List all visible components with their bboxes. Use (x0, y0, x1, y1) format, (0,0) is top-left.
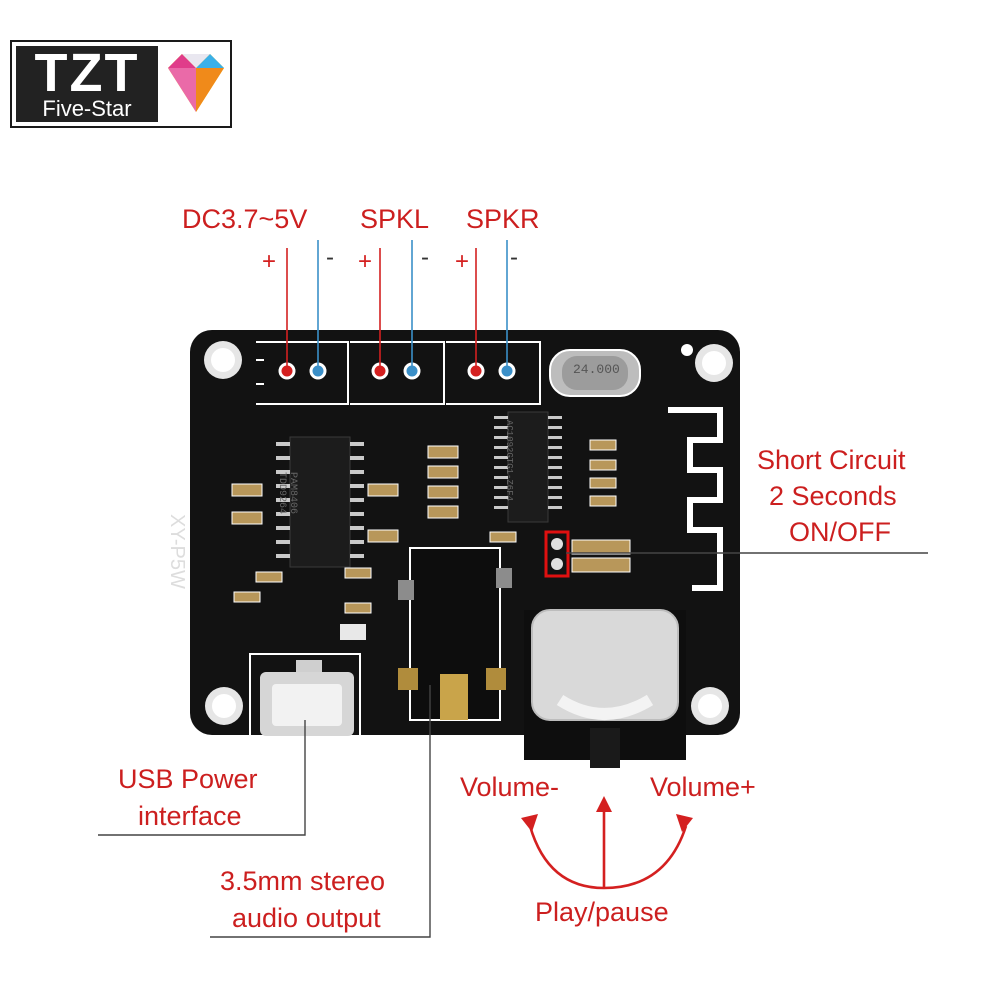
led (340, 624, 366, 640)
usb-label-line-1: USB Power (118, 764, 258, 794)
audio-jack (398, 547, 512, 721)
rotary-encoder (524, 609, 686, 768)
short-circuit-line-1: Short Circuit (757, 445, 906, 475)
smd-components (231, 439, 631, 614)
spkr-label: SPKR (466, 204, 540, 234)
control-arrows (528, 806, 688, 890)
mounting-holes (204, 341, 733, 725)
volume-plus-label: Volume+ (650, 772, 756, 802)
diamond-icon (168, 54, 224, 112)
power-label: DC3.7~5V (182, 204, 308, 234)
terminal-outlines (256, 341, 541, 405)
spkl-minus: - (421, 244, 429, 271)
audio-label-line-1: 3.5mm stereo (220, 866, 386, 896)
ic-chips (289, 411, 549, 568)
logo-tagline: Five-Star (42, 96, 132, 121)
spkl-plus: + (358, 248, 373, 275)
red-wires (286, 248, 477, 366)
brand-logo: TZT Five-Star (10, 40, 232, 128)
spkr-plus: + (455, 248, 470, 275)
chip2-marking: AC1092GTG1-Z6F4 (504, 420, 514, 502)
leader-lines (98, 552, 928, 938)
chip-pins (276, 416, 562, 558)
spkl-label: SPKL (360, 204, 430, 234)
logo-brand-text: TZT (34, 43, 140, 103)
spkr-minus: - (510, 244, 518, 271)
play-pause-label: Play/pause (535, 897, 669, 927)
arrowheads (521, 796, 693, 832)
crystal-marking: 24.000 (573, 362, 620, 377)
volume-minus-label: Volume- (460, 772, 560, 802)
crystal-oscillator (549, 349, 641, 397)
logo-dark-panel: TZT Five-Star (16, 43, 158, 122)
short-circuit-pads (544, 530, 570, 578)
blue-wires (317, 240, 508, 366)
usb-label-line-2: interface (138, 801, 242, 831)
power-minus: - (326, 244, 334, 271)
antenna-trace (668, 407, 723, 591)
short-circuit-line-2: 2 Seconds (769, 481, 897, 511)
audio-label-line-2: audio output (232, 903, 381, 933)
board-silkscreen: XY-P5W (166, 514, 188, 589)
power-plus: + (262, 248, 277, 275)
short-circuit-line-3: ON/OFF (789, 517, 891, 547)
usb-port (249, 653, 361, 739)
chip1-marking: PAM8406 TDD9264 (276, 472, 298, 515)
